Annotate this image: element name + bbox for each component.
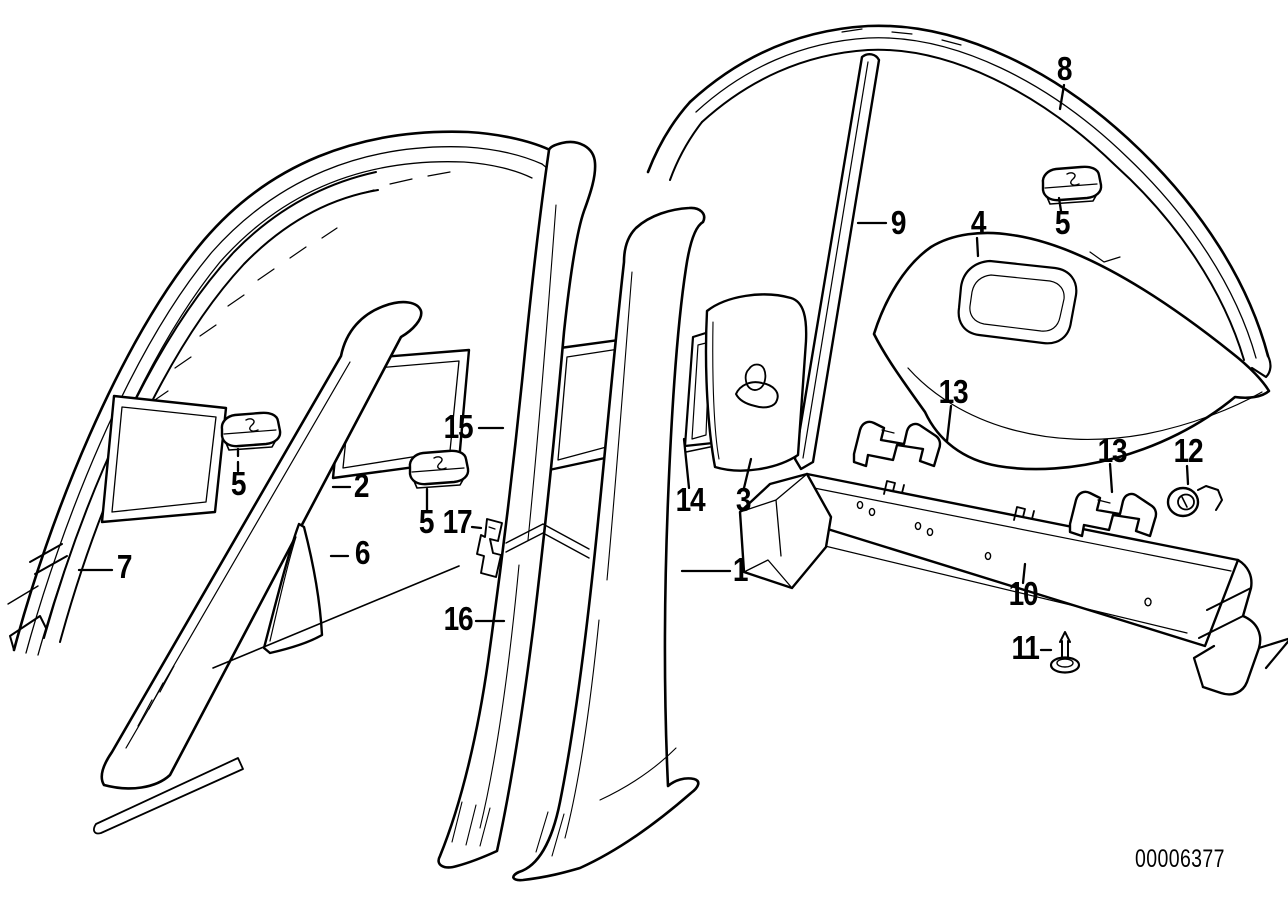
quarter-panel-drawing: [872, 231, 1271, 471]
callout-9-11[interactable]: 9: [890, 204, 907, 242]
callout-3-9[interactable]: 3: [735, 481, 752, 519]
leader-line-13-16: [1108, 462, 1114, 494]
callout-5-13[interactable]: 5: [1054, 204, 1071, 242]
center-pillar-trim-drawing: [437, 140, 597, 869]
leader-line-12-17: [1185, 464, 1190, 486]
callout-13-16[interactable]: 13: [1097, 432, 1128, 470]
callout-5-1[interactable]: 5: [230, 465, 247, 503]
leader-line-14-8: [682, 437, 691, 490]
callout-14-8[interactable]: 14: [675, 481, 706, 519]
callout-15-6[interactable]: 15: [443, 408, 474, 446]
window-guide-strip-drawing: [793, 52, 881, 471]
callout-4-12[interactable]: 4: [970, 204, 987, 242]
aux-line-0: [212, 565, 460, 669]
seal-hatch-ticks: [131, 171, 451, 437]
leader-line-4-12: [975, 236, 980, 258]
callout-13-15[interactable]: 13: [938, 373, 969, 411]
leader-line-17-5: [470, 525, 483, 530]
callout-1-10[interactable]: 1: [732, 551, 749, 589]
callout-5-4[interactable]: 5: [418, 503, 435, 541]
callout-8-14[interactable]: 8: [1056, 50, 1073, 88]
shelf-rail-drawing: [738, 472, 1288, 696]
rear-door-frame-drawing: [646, 24, 1272, 379]
door-panel-drawing: [704, 293, 808, 472]
window-corner-frame-left: [100, 394, 228, 524]
callout-12-17[interactable]: 12: [1173, 432, 1204, 470]
callout-17-5[interactable]: 17: [442, 503, 473, 541]
bracket-17-drawing: [476, 518, 503, 578]
leader-line-8-14: [1058, 83, 1066, 111]
leader-lines: [77, 83, 1190, 669]
a-pillar-trim-drawing: [93, 300, 423, 835]
triangle-cover-drawing: [262, 522, 324, 655]
leader-line-3-9: [742, 457, 753, 490]
callout-7-0[interactable]: 7: [116, 548, 133, 586]
callout-6-3[interactable]: 6: [354, 534, 371, 572]
diagram-id: 00006377: [1135, 845, 1225, 873]
rivet-drawing: [1049, 631, 1081, 674]
pillar-trim-panel-drawing: [512, 206, 706, 882]
leader-line-5-13: [1057, 196, 1063, 213]
rail-holes: [856, 500, 1152, 607]
callout-16-7[interactable]: 16: [443, 600, 474, 638]
leader-line-10-18: [1021, 562, 1027, 585]
callout-11-19[interactable]: 11: [1011, 629, 1039, 667]
grommet-drawing: [1166, 485, 1223, 518]
callout-10-18[interactable]: 10: [1008, 575, 1039, 613]
callout-2-2[interactable]: 2: [353, 467, 370, 505]
leader-line-13-15: [945, 404, 953, 443]
